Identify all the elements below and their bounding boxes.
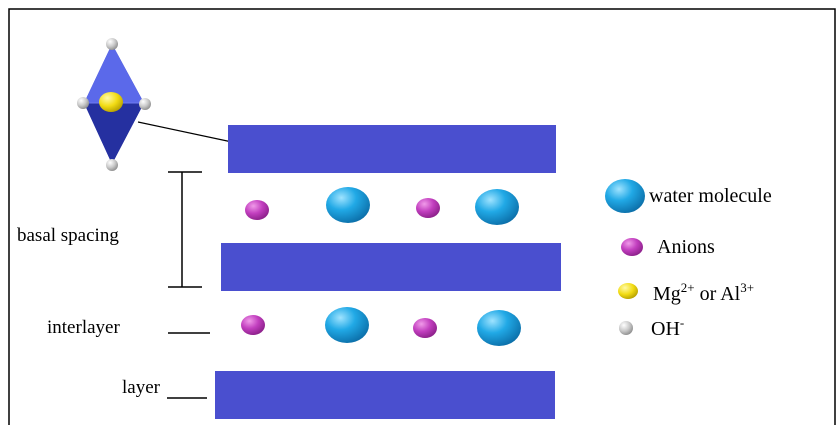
layer-slab-middle xyxy=(221,243,561,291)
anion xyxy=(241,315,265,335)
water-molecule xyxy=(475,189,519,225)
water-molecule xyxy=(477,310,521,346)
basal-spacing-bracket xyxy=(168,171,202,288)
octahedron-icon xyxy=(77,38,151,171)
layer-label: layer xyxy=(122,377,161,398)
legend-anion-icon xyxy=(621,238,643,256)
anion xyxy=(413,318,437,338)
water-molecule xyxy=(325,307,369,343)
water-molecule xyxy=(326,187,370,223)
figure-frame xyxy=(8,8,836,425)
anion xyxy=(245,200,269,220)
interlayer-label: interlayer xyxy=(47,317,120,338)
legend-metal-label: Mg2+ or Al3+ xyxy=(653,280,754,305)
legend-anion-label: Anions xyxy=(657,236,715,258)
legend-water-icon xyxy=(605,179,645,213)
octahedron-connector-line xyxy=(137,121,233,143)
legend-hydroxide-label: OH- xyxy=(651,315,684,340)
anion xyxy=(416,198,440,218)
legend-water-label: water molecule xyxy=(649,185,772,207)
legend: water molecule Anions Mg2+ or Al3+ OH- xyxy=(605,179,772,340)
layer-slab-top xyxy=(228,125,556,173)
legend-metal-icon xyxy=(618,283,638,299)
layer-slab-bottom xyxy=(215,371,555,419)
basal-spacing-label: basal spacing xyxy=(17,225,119,246)
legend-hydroxide-icon xyxy=(619,321,633,335)
